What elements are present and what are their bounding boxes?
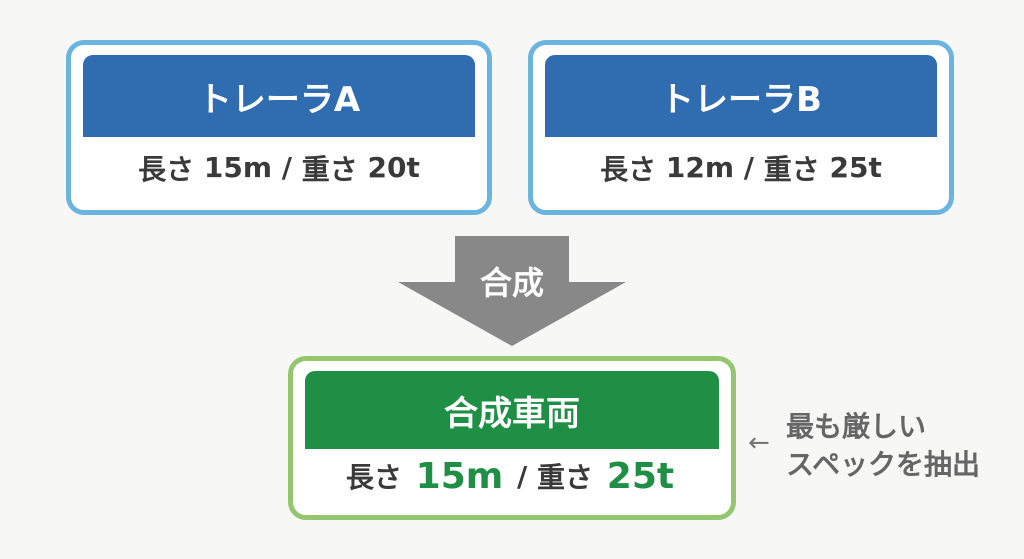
trailer-a-length: 15m [203,151,273,184]
trailer-b-length: 12m [665,151,735,184]
combined-vehicle-spec: 長さ 15m / 重さ 25t [305,449,719,503]
trailer-a-card: トレーラA 長さ 15m / 重さ 20t [66,40,492,215]
trailer-a-separator: / [281,151,292,184]
trailer-a-spec: 長さ 15m / 重さ 20t [83,137,475,198]
merge-arrow-icon [398,236,626,346]
note-line-2: スペックを抽出 [786,448,981,481]
trailer-a-weight-label: 重さ [301,152,358,186]
combined-separator: / [517,459,528,493]
trailer-b-card: トレーラB 長さ 12m / 重さ 25t [528,40,954,215]
merge-label: 合成 [479,264,544,302]
trailer-b-weight-label: 重さ [763,152,820,186]
trailer-a-length-label: 長さ [138,152,195,186]
extraction-note: ← 最も厳しい スペックを抽出 [748,408,1018,488]
trailer-b-title: トレーラB [545,55,937,137]
trailer-a-weight: 20t [367,151,420,184]
combined-weight: 25t [606,455,675,497]
combined-length: 15m [415,455,504,497]
trailer-b-separator: / [743,151,754,184]
trailer-b-weight: 25t [829,151,882,184]
combined-weight-label: 重さ [537,461,594,494]
trailer-b-spec: 長さ 12m / 重さ 25t [545,137,937,198]
left-arrow-icon: ← [748,428,770,458]
combined-vehicle-card: 合成車両 長さ 15m / 重さ 25t [288,356,736,520]
note-line-1: 最も厳しい [786,410,927,443]
extraction-note-text: 最も厳しい スペックを抽出 [786,408,980,484]
combined-vehicle-title: 合成車両 [305,371,719,449]
trailer-b-length-label: 長さ [600,152,657,186]
combined-length-label: 長さ [345,461,402,494]
trailer-a-title: トレーラA [83,55,475,137]
